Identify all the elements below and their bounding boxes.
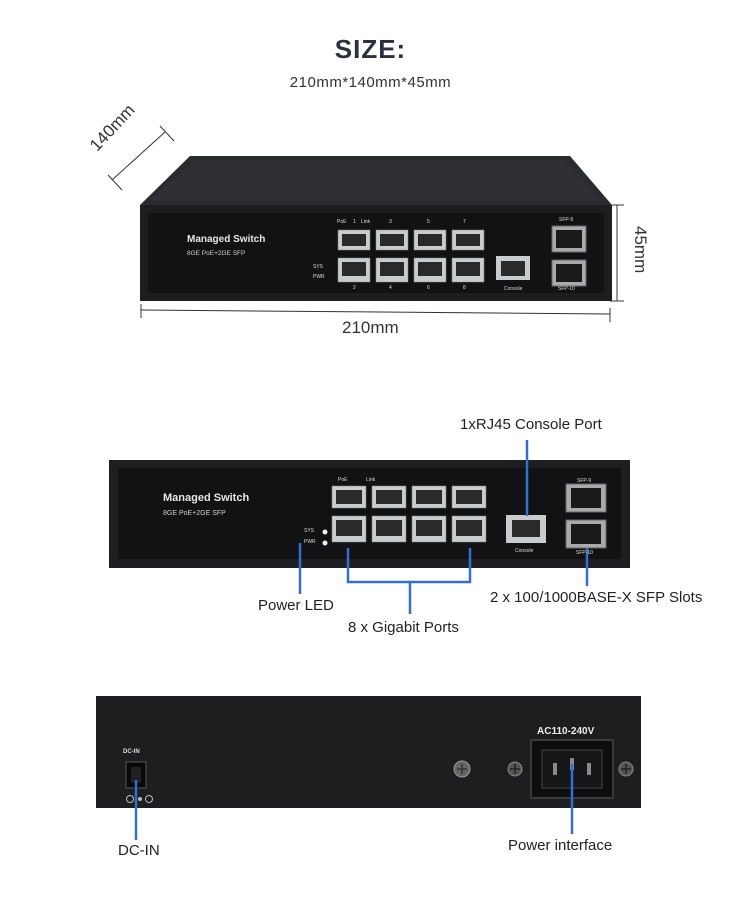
width-dimension-label: 210mm [342, 318, 399, 337]
model-label-2: Managed Switch [163, 492, 250, 504]
spec-label-1: 8GE PoE+2GE SFP [187, 250, 246, 257]
dc-in-panel-label: DC-IN [123, 749, 140, 755]
dc-in-callout: DC-IN [118, 842, 160, 859]
model-label-1: Managed Switch [187, 234, 266, 245]
port-4-label: 4 [389, 285, 392, 291]
sys-led-label-2: SYS [304, 528, 315, 534]
page-title: SIZE: [334, 34, 407, 64]
size-dimensions: 210mm*140mm*45mm [289, 74, 452, 91]
ac-voltage-label: AC110-240V [537, 726, 595, 737]
console-label-2: Console [515, 548, 534, 554]
port-3-label: 3 [389, 219, 392, 225]
pwr-led-label-2: PWR [304, 539, 316, 545]
sfp9-label-2: SFP-9 [577, 478, 592, 484]
spec-label-2: 8GE PoE+2GE SFP [163, 510, 226, 517]
power-led-callout: Power LED [258, 597, 334, 614]
console-label-1: Console [504, 286, 523, 292]
port-2-label: 2 [353, 285, 356, 291]
poe-label-1: PoE [337, 219, 347, 225]
gigabit-ports-callout: 8 x Gigabit Ports [348, 619, 459, 636]
sfp9-label-1: SFP-9 [559, 217, 574, 223]
link-label-1: Link [361, 219, 371, 225]
pwr-led-label-1: PWR [313, 274, 325, 280]
port-8-label: 8 [463, 285, 466, 291]
power-interface-callout: Power interface [508, 837, 613, 854]
console-port-callout: 1xRJ45 Console Port [460, 416, 602, 433]
console-sfp-1 [496, 256, 530, 280]
link-label-2: Link [366, 477, 376, 483]
sfp-slots-callout: 2 x 100/1000BASE-X SFP Slots [490, 589, 703, 606]
port-5-label: 5 [427, 219, 430, 225]
poe-label-2: PoE [338, 477, 348, 483]
sfp10-label-2: SFP-10 [576, 550, 593, 556]
port-1-label: 1 [353, 219, 356, 225]
port-6-label: 6 [427, 285, 430, 291]
rj45-ports-1 [337, 229, 485, 283]
port-7-label: 7 [463, 219, 466, 225]
sys-led-label-1: SYS [313, 264, 324, 270]
sfp-slots-1 [551, 225, 587, 287]
sfp10-label-1: SFP-10 [558, 286, 575, 292]
